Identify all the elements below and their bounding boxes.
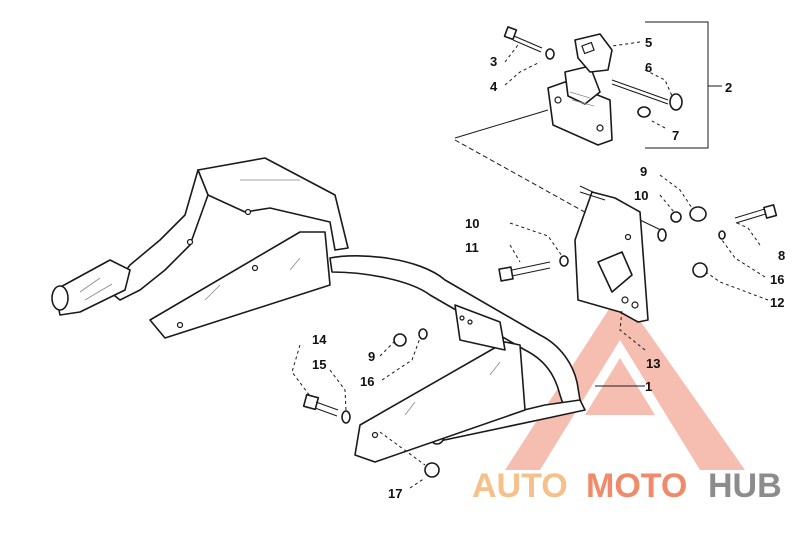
watermark-auto: AUTO (472, 467, 568, 505)
washer-10-top (670, 211, 682, 223)
callout-3: 3 (490, 54, 497, 69)
callout-10-left: 10 (465, 216, 479, 231)
watermark-logo (505, 292, 745, 470)
callout-4: 4 (490, 79, 498, 94)
leader-16a (721, 239, 766, 278)
leader-12 (705, 271, 769, 301)
nut-9-top (689, 206, 707, 222)
nut-7 (637, 106, 651, 118)
leader-9a (659, 174, 693, 209)
mounting-plate-13 (574, 185, 667, 323)
callout-1: 1 (645, 379, 652, 394)
watermark-hub: HUB (708, 467, 782, 505)
assembly-line-b (454, 139, 591, 216)
bolt-3 (503, 26, 543, 53)
leader-14 (291, 344, 311, 397)
callout-13: 13 (646, 356, 660, 371)
callout-17: 17 (388, 486, 402, 501)
callout-5: 5 (645, 35, 652, 50)
group-bracket (645, 21, 709, 149)
callout-9-top: 9 (640, 164, 647, 179)
washer-16-center (418, 328, 428, 340)
leader-9b (379, 341, 395, 357)
bolt-14 (302, 393, 339, 417)
side-plate-right (354, 304, 526, 463)
side-plate-left (149, 231, 331, 339)
leader-11 (509, 244, 521, 263)
callout-14: 14 (312, 332, 327, 347)
watermark-moto: MOTO (586, 467, 687, 505)
washer-4 (545, 48, 555, 60)
leader-5 (611, 41, 641, 47)
leader-8 (734, 221, 761, 246)
bolt-11 (498, 261, 551, 282)
callout-15: 15 (312, 357, 326, 372)
washer-15 (341, 410, 351, 424)
callout-10-top: 10 (634, 188, 648, 203)
callout-8: 8 (778, 248, 785, 263)
leader-4 (504, 61, 541, 86)
washer-10-left (559, 255, 569, 267)
leader-6 (644, 69, 673, 97)
rear-bracket (51, 157, 349, 316)
callout-6: 6 (645, 60, 652, 75)
pin-6 (611, 79, 683, 111)
leader-17 (409, 477, 426, 489)
watermark-text: AUTO MOTO HUB (472, 467, 782, 505)
leader-16b (381, 337, 421, 381)
callout-9-center: 9 (368, 349, 375, 364)
leader-10a (659, 194, 675, 213)
callout-16-right: 16 (770, 272, 784, 287)
hitch-latch-assembly (547, 33, 613, 146)
assembly-line-a (454, 109, 549, 139)
bolt-8 (734, 204, 778, 224)
spacer-12 (692, 262, 708, 278)
leader-7 (649, 119, 666, 129)
nut-9-center (393, 333, 407, 347)
washer-16-right (718, 230, 726, 240)
nut-17 (424, 462, 440, 478)
leader-15 (329, 369, 347, 411)
leader-3 (504, 44, 519, 63)
callout-12: 12 (770, 295, 784, 310)
callout-7: 7 (672, 128, 679, 143)
leader-10b (509, 222, 563, 257)
callout-16-center: 16 (360, 374, 374, 389)
callout-11: 11 (465, 240, 479, 255)
callout-2: 2 (725, 80, 732, 95)
leader-13 (619, 309, 646, 351)
